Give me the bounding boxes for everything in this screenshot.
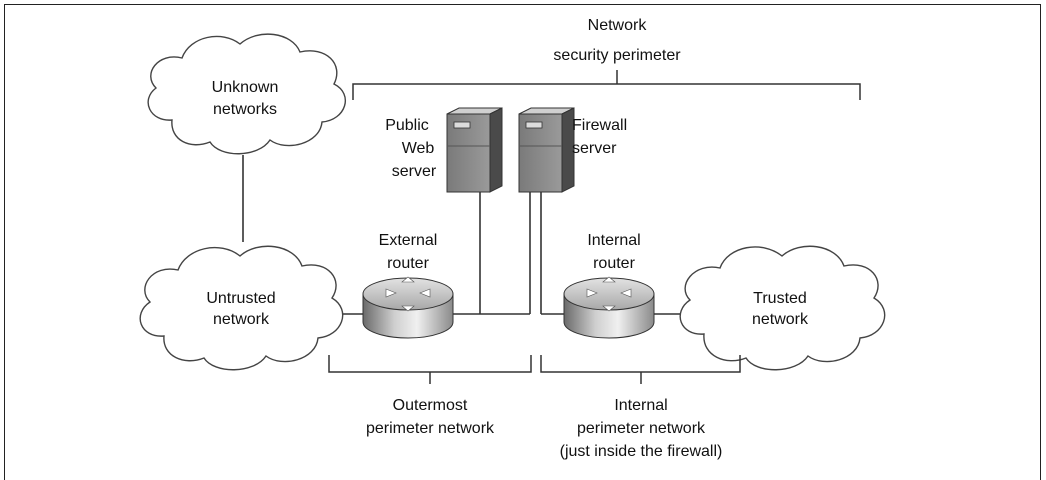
external-router-label-line2: router [387, 255, 429, 272]
internal-perimeter-bracket [540, 355, 741, 373]
internal-zone-label-line2: perimeter network [577, 420, 706, 437]
web-server-label-line1: Public [385, 117, 429, 134]
untrusted-network-label-line1: Untrusted [206, 290, 275, 307]
internal-router-icon [563, 276, 655, 339]
firewall-server-label-line2: server [572, 140, 617, 157]
perimeter-label-line1: Network [588, 17, 648, 34]
trusted-network-label-line1: Trusted [753, 290, 807, 307]
outermost-zone-label-line2: perimeter network [366, 420, 495, 437]
security-perimeter-bracket [352, 83, 861, 100]
public-web-server-icon [446, 107, 503, 193]
perimeter-label-line2: security perimeter [553, 47, 681, 64]
external-router-label-line1: External [379, 232, 438, 249]
outermost-perimeter-bracket [328, 355, 532, 373]
trusted-network-cloud: Trusted network [679, 245, 886, 371]
trusted-network-label-line2: network [752, 311, 809, 328]
unknown-networks-label-line2: networks [213, 101, 277, 118]
untrusted-network-label-line2: network [213, 311, 270, 328]
external-router-icon [362, 276, 454, 339]
internal-zone-label-line1: Internal [614, 397, 667, 414]
unknown-networks-cloud: Unknown networks [147, 33, 346, 155]
firewall-server-label-line1: Firewall [572, 117, 627, 134]
diagram-frame [4, 4, 1041, 480]
unknown-networks-label-line1: Unknown [212, 79, 279, 96]
internal-zone-label-line3: (just inside the firewall) [560, 443, 723, 460]
web-server-label-line2: Web [402, 140, 435, 157]
untrusted-network-cloud: Untrusted network [139, 245, 344, 371]
internal-router-label-line2: router [593, 255, 635, 272]
outermost-zone-label-line1: Outermost [393, 397, 468, 414]
internal-router-label-line1: Internal [587, 232, 640, 249]
firewall-server-icon [518, 107, 575, 193]
web-server-label-line3: server [392, 163, 437, 180]
